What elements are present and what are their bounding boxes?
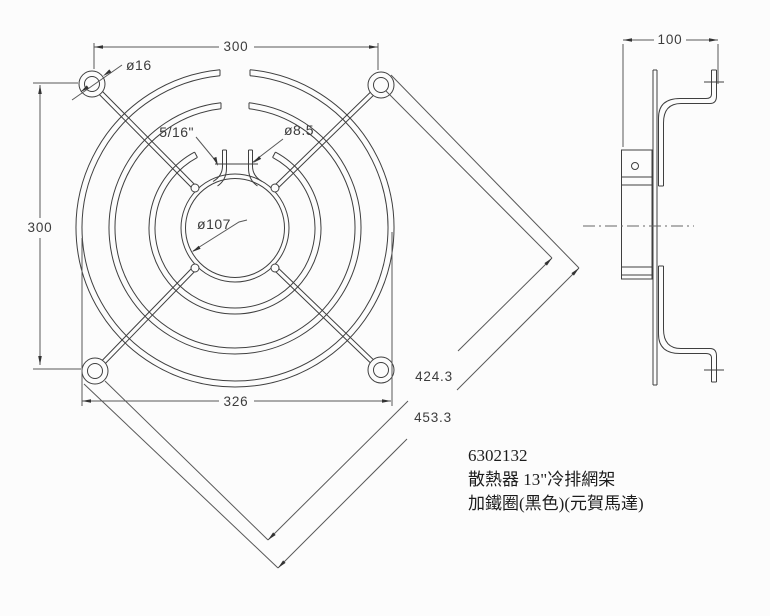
dim-height-left: 300 — [28, 82, 81, 370]
dim-diagonal-outer-value: 453.3 — [414, 410, 452, 425]
label-center-hole: ø107 — [197, 216, 231, 232]
side-bracket-top — [658, 69, 724, 187]
hub-rivet-hole — [190, 183, 200, 193]
hub-clip — [212, 149, 263, 187]
side-guard-plate — [652, 69, 658, 386]
dim-diagonal-inner-value: 424.3 — [415, 369, 453, 384]
dim-depth: 100 — [622, 32, 719, 147]
dim-height-left-value: 300 — [28, 220, 53, 235]
corner-eyelets — [78, 70, 395, 385]
side-clip-hole — [631, 162, 639, 170]
label-clip-gap: 5/16" — [159, 124, 194, 140]
eyelet-bottom-right — [367, 356, 395, 384]
guard-rings — [75, 69, 395, 388]
guard-spokes — [90, 82, 383, 373]
front-view: 300 300 326 424.3 — [28, 39, 580, 569]
dim-width-top-value: 300 — [224, 39, 249, 54]
side-bracket-bottom — [658, 265, 724, 383]
hub-ring — [180, 173, 290, 283]
callout-clip-hole: ø8.5 — [252, 122, 314, 163]
label-clip-hole: ø8.5 — [284, 122, 314, 138]
eyelet-bottom-left — [81, 357, 109, 385]
dim-width-bottom-value: 326 — [224, 394, 249, 409]
callout-center-hole: ø107 — [192, 216, 248, 252]
eyelet-top-right — [367, 71, 395, 99]
dim-diagonal-outer: 453.3 — [83, 74, 580, 569]
label-corner-eyelet: ø16 — [126, 57, 152, 73]
part-description-line1: 散熱器 13"冷排網架 — [468, 470, 615, 489]
callout-clip-gap: 5/16" — [159, 124, 218, 166]
hub-rivet-hole — [270, 263, 280, 273]
side-hub-block — [621, 149, 653, 280]
eyelet-top-left — [78, 70, 106, 98]
part-info: 6302132 散熱器 13"冷排網架 加鐵圈(黑色)(元賀馬達) — [468, 446, 644, 513]
part-number: 6302132 — [468, 446, 528, 465]
part-description-line2: 加鐵圈(黑色)(元賀馬達) — [468, 494, 644, 513]
hub-rivet-hole — [270, 183, 280, 193]
dim-depth-value: 100 — [658, 32, 683, 47]
callout-corner-eyelet: ø16 — [71, 57, 152, 101]
dim-width-bottom: 326 — [81, 232, 393, 409]
side-view: 100 — [583, 32, 724, 386]
dim-width-top: 300 — [93, 39, 379, 70]
hub-rivet-hole — [190, 263, 200, 273]
dim-diagonal-inner: 424.3 — [104, 90, 553, 541]
